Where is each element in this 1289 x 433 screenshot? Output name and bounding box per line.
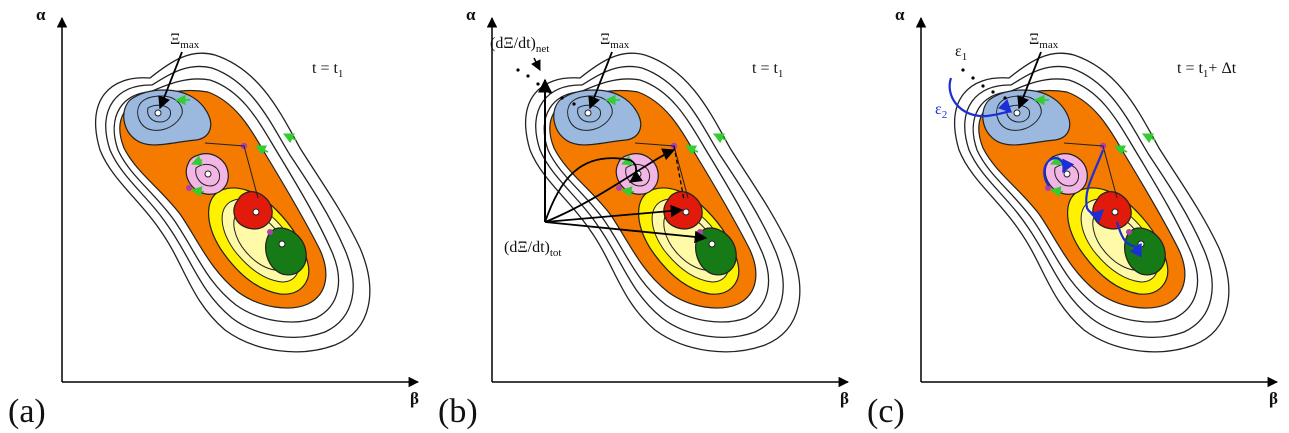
contour-landscape — [526, 53, 800, 352]
xi-max-label: Ξmax — [170, 31, 200, 51]
x-axis-label: β — [1269, 389, 1278, 408]
panel-label: (a) — [8, 393, 46, 430]
trajectory-dots — [961, 68, 1007, 100]
y-axis-label: α — [466, 5, 476, 24]
xi-max-label: Ξmax — [1029, 31, 1059, 51]
net-rate-label: (dΞ/dt)net — [490, 35, 549, 55]
contour-landscape — [96, 53, 370, 352]
panel-a: α β Ξmax t = t1 (a) — [8, 5, 420, 430]
time-label: t = t1 — [752, 60, 783, 80]
contour-landscape — [955, 53, 1229, 352]
xi-max-arrow — [588, 51, 613, 110]
xi-max-label: Ξmax — [600, 31, 630, 51]
time-label: t = t1+ Δt — [1177, 60, 1237, 80]
time-label: t = t1 — [312, 60, 343, 80]
blue-paths — [948, 77, 1142, 258]
net-rate-pointer — [531, 57, 541, 71]
x-axis-label: β — [410, 389, 419, 408]
rate-vectors — [538, 78, 708, 244]
xi-max-arrow — [1017, 51, 1042, 110]
x-axis-label: β — [840, 389, 849, 408]
panel-label: (b) — [438, 393, 478, 430]
epsilon-1-label: ε1 — [955, 43, 967, 63]
total-rate-label: (dΞ/dt)tot — [504, 239, 561, 259]
panel-label: (c) — [867, 393, 905, 430]
xi-max-arrow — [158, 51, 183, 110]
y-axis-label: α — [895, 5, 905, 24]
panel-c: α β Ξmax t = t1+ Δt ε1 ε2 (c) — [867, 5, 1279, 430]
y-axis-label: α — [36, 5, 46, 24]
epsilon-2-label: ε2 — [935, 101, 947, 121]
panel-b: α β Ξmax t = t1 (dΞ/dt)net (dΞ/dt)tot (b… — [438, 5, 850, 430]
